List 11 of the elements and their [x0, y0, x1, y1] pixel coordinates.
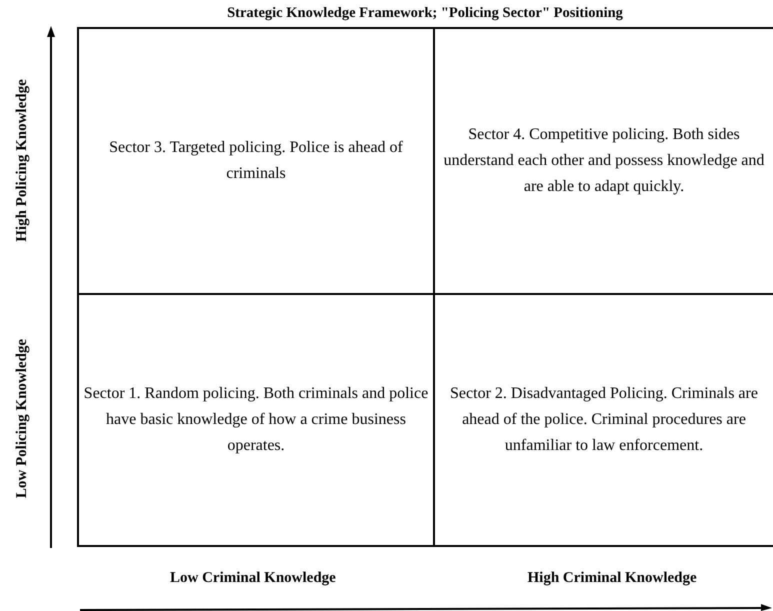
axis-label: Low Policing Knowledge — [14, 338, 31, 498]
cell-text: Sector 4. Competitive policing. Both sides understand each other and possess knowledge and are able to adapt quickly. — [442, 125, 766, 197]
axis-label: High Criminal Knowledge — [528, 570, 697, 586]
cell-text: Sector 3. Targeted policing. Police is ahead of criminals — [108, 138, 404, 184]
axis-label: Low Criminal Knowledge — [170, 570, 336, 586]
cell-text: Sector 2. Disadvantaged Policing. Criminals are ahead of the police. Criminal procedures are unfamiliar to law enforcement. — [449, 384, 759, 456]
quadrant-cell — [77, 27, 435, 295]
quadrant-cell — [77, 293, 435, 547]
title: Strategic Knowledge Framework; "Policing Sector" Positioning — [226, 5, 624, 22]
axis-label: High Policing Knowledge — [13, 78, 30, 242]
cell-text: Sector 1. Random policing. Both criminals and police have basic knowledge of how a crime business operates. — [82, 384, 430, 456]
